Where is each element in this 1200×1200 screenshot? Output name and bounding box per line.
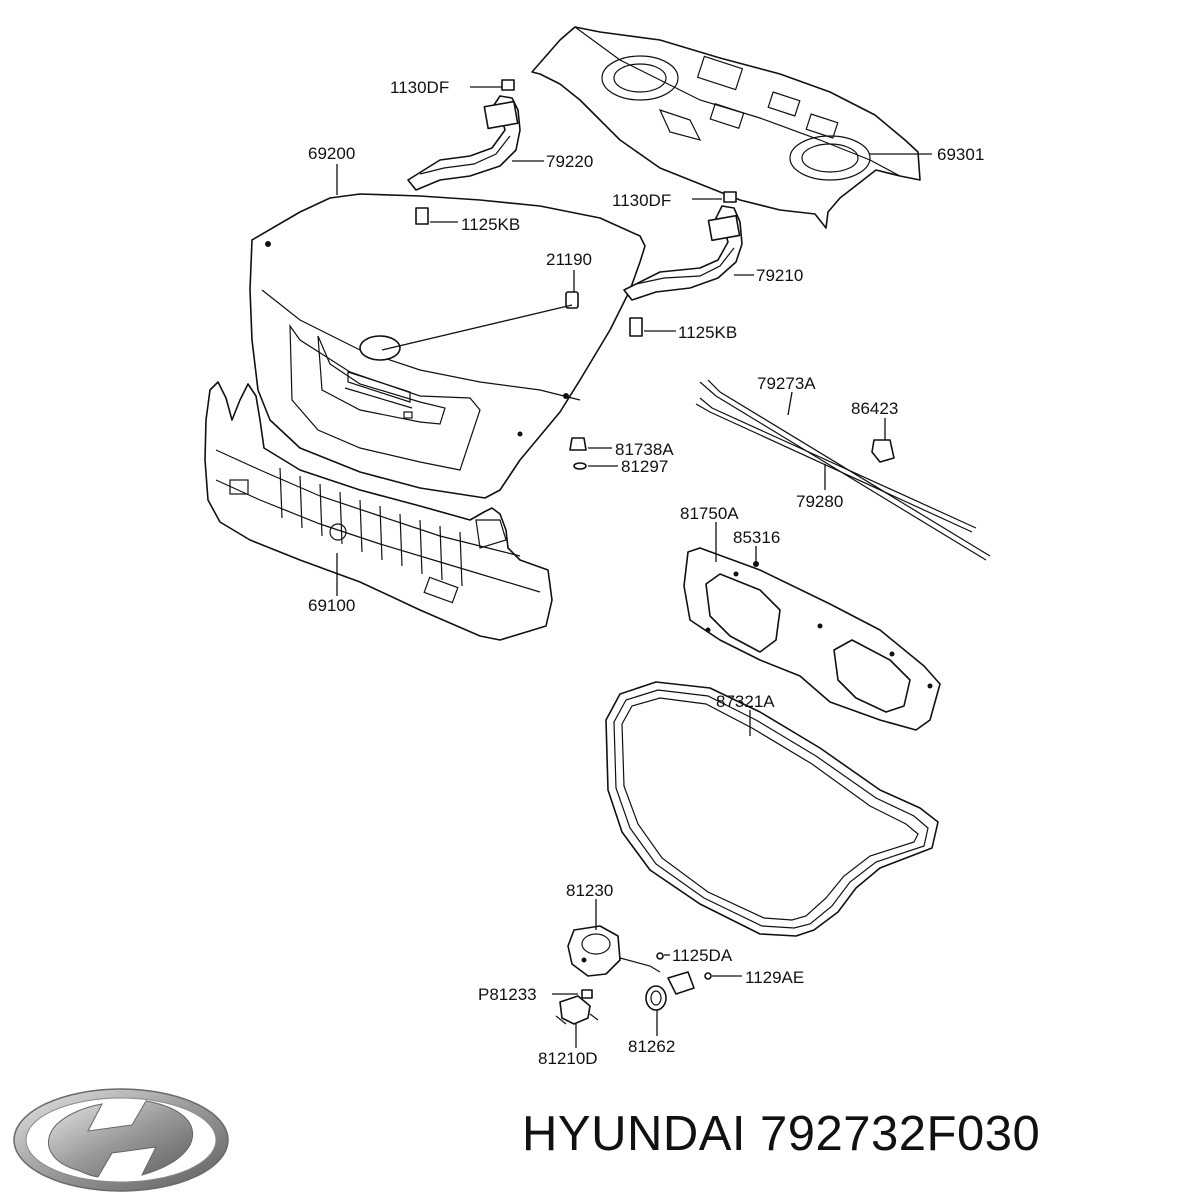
- callout-69301: 69301: [937, 145, 984, 164]
- trunk-trim-panel-81750a: [683, 547, 941, 731]
- callout-81262: 81262: [628, 1037, 675, 1056]
- washer-81297: [573, 462, 587, 470]
- callout-81738a: 81738A: [615, 440, 674, 459]
- trunk-lid-69200: [249, 193, 646, 499]
- callout-79273a: 79273A: [757, 374, 816, 393]
- callout-87321a: 87321A: [716, 692, 775, 711]
- callout-69200: 69200: [308, 144, 355, 163]
- hinge-79220: [407, 79, 521, 225]
- callout-79210: 79210: [756, 266, 803, 285]
- part-number: 792732F030: [760, 1107, 1041, 1161]
- callout-1125kb-mid: 1125KB: [678, 323, 737, 342]
- callout-1130df-mid: 1130DF: [612, 191, 671, 210]
- callout-86423: 86423: [851, 399, 898, 418]
- callout-85316: 85316: [733, 528, 780, 547]
- callout-1125kb-top: 1125KB: [461, 215, 520, 234]
- weatherstrip-87321a: [605, 681, 939, 937]
- callout-21190: 21190: [546, 250, 592, 269]
- callout-1130df-top: 1130DF: [390, 78, 449, 97]
- lock-cylinder-81262: [645, 971, 712, 1011]
- callout-79220: 79220: [546, 152, 593, 171]
- brand-name: HYUNDAI: [522, 1107, 747, 1161]
- callout-81297: 81297: [621, 457, 668, 476]
- callout-1125da: 1125DA: [672, 946, 733, 965]
- support-rod-79273a: [699, 379, 991, 561]
- stopper-81738a: [569, 437, 587, 451]
- support-rod-79280: [695, 397, 977, 533]
- leader-lines: [336, 86, 932, 1048]
- callout-81210d: 81210D: [538, 1049, 598, 1068]
- callout-81230: 81230: [566, 881, 613, 900]
- callout-labels: 1130DF 69200 79220 69301 1125KB 1130DF 2…: [308, 78, 984, 1068]
- callout-1129ae: 1129AE: [745, 968, 804, 987]
- hyundai-logo-icon: [13, 1088, 229, 1192]
- callout-81750a: 81750A: [680, 504, 739, 523]
- back-panel-69100: [204, 381, 553, 641]
- latch-81230: [567, 925, 664, 977]
- callout-69100: 69100: [308, 596, 355, 615]
- actuator-81210d: [555, 989, 599, 1025]
- rear-package-tray-69301: [531, 26, 921, 229]
- callout-79280: 79280: [796, 492, 843, 511]
- hinge-79210: [623, 191, 743, 337]
- clip-86423: [871, 439, 895, 463]
- bumper-stop-21190: [565, 291, 579, 309]
- callout-p81233: P81233: [478, 985, 537, 1004]
